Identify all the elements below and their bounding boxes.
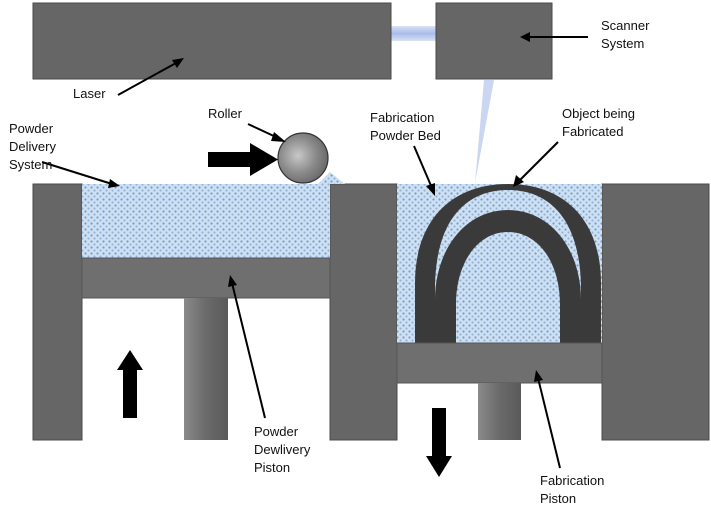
label-powder-delivery-system-2: Delivery: [9, 139, 56, 154]
powder-delivery-piston-plate: [81, 257, 331, 299]
leader-arrows: [41, 32, 588, 469]
up-arrow-icon: [117, 350, 143, 418]
label-powder-delivery-system-1: Powder: [9, 121, 54, 136]
right-arrow-icon: [208, 143, 278, 176]
fabrication-piston-plate: [396, 342, 603, 384]
label-fabrication-piston-1: Fabrication: [540, 473, 604, 488]
down-arrow-icon: [426, 408, 452, 477]
laser-box: [32, 2, 392, 80]
right-wall: [601, 183, 710, 441]
label-scanner-2: System: [601, 36, 644, 51]
label-powder-delivery-piston-1: Powder: [254, 424, 299, 439]
powder-spill: [318, 172, 345, 184]
powder-delivery-bed: [82, 184, 330, 258]
label-laser: Laser: [73, 86, 106, 101]
scanner-beam: [475, 80, 494, 183]
label-object-2: Fabricated: [562, 124, 623, 139]
scanner-box: [435, 2, 553, 80]
label-scanner-1: Scanner: [601, 18, 650, 33]
center-wall: [329, 183, 398, 441]
fabrication-piston-shaft: [478, 383, 521, 440]
fabricated-object: [415, 184, 601, 343]
label-object-1: Object being: [562, 106, 635, 121]
fabricated-object-inner: [435, 210, 581, 343]
label-powder-delivery-system-3: System: [9, 157, 52, 172]
label-fabrication-powder-bed-2: Powder Bed: [370, 128, 441, 143]
roller: [277, 132, 329, 184]
label-powder-delivery-piston-2: Dewlivery: [254, 442, 311, 457]
label-fabrication-powder-bed-1: Fabrication: [370, 110, 434, 125]
label-powder-delivery-piston-3: Piston: [254, 460, 290, 475]
label-roller: Roller: [208, 106, 243, 121]
label-fabrication-piston-2: Piston: [540, 491, 576, 506]
powder-delivery-piston-shaft: [184, 298, 228, 440]
laser-beam: [391, 26, 437, 41]
left-wall: [32, 183, 83, 441]
